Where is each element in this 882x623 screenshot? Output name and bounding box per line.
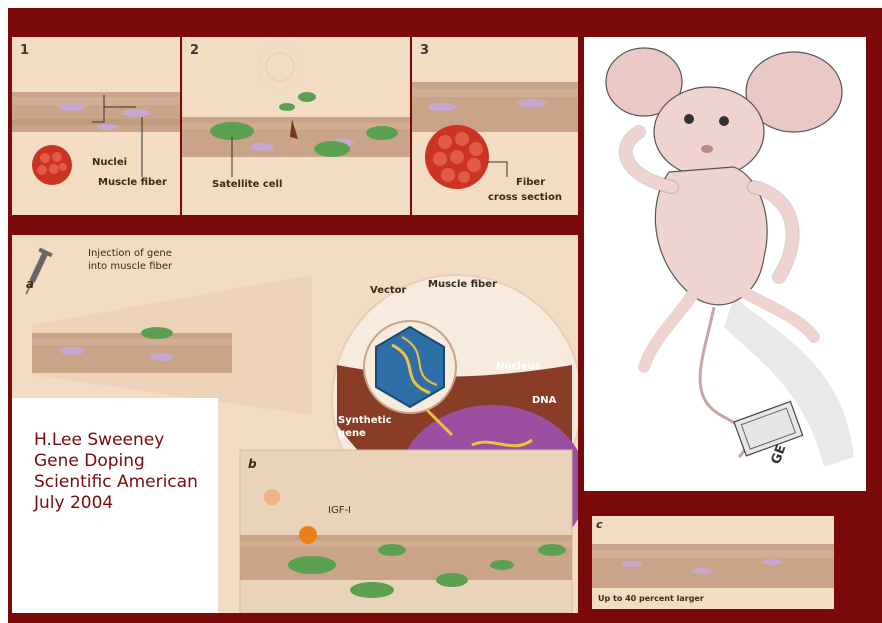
vector-label: Vector [370, 285, 406, 296]
panel-number: 3 [420, 43, 429, 58]
letter-c: c [596, 518, 603, 531]
panel-number: 1 [20, 43, 29, 58]
panel-3-illustration [412, 37, 578, 215]
igf-molecule [299, 526, 317, 544]
panel-number: 2 [190, 43, 199, 58]
credit-line-author: H.Lee Sweeney [34, 430, 198, 451]
mouse-cartoon: GE [584, 37, 866, 491]
injection-label-2: into muscle fiber [88, 261, 172, 272]
letter-a: a [26, 277, 34, 291]
panel-1-illustration [12, 37, 180, 215]
mouse-cartoon-drawing: GE [584, 37, 866, 491]
credit-line-date: July 2004 [34, 493, 198, 514]
panel-c: c Up to 40 percent larger [592, 516, 834, 609]
panel-c-caption: Up to 40 percent larger [598, 594, 704, 603]
letter-b: b [248, 457, 257, 471]
nucleus-shape [58, 103, 86, 111]
panel-3: 3 Fiber cross section [412, 37, 578, 215]
credit-text: H.Lee Sweeney Gene Doping Scientific Ame… [34, 430, 198, 514]
credit-line-title: Gene Doping [34, 451, 198, 472]
mouse-head [654, 87, 764, 177]
panel-1: 1 Nuclei Muscle fiber [12, 37, 180, 215]
dna-label: DNA [532, 395, 556, 406]
mouse-trap [734, 401, 803, 455]
muscle-fiber-label: Muscle fiber [98, 177, 167, 188]
nuclei-label: Nuclei [92, 157, 127, 168]
synthetic-gene-label-1: Synthetic [338, 415, 392, 426]
synthetic-gene-label-2: gene [338, 428, 366, 439]
nucleus-shape [122, 109, 150, 117]
credit-line-publication: Scientific American [34, 472, 198, 493]
muscle-fiber-label-2: Muscle fiber [428, 279, 497, 290]
syringe-icon [20, 248, 53, 297]
satellite-cell-label: Satellite cell [212, 179, 282, 190]
igf-label: IGF-I [328, 505, 351, 516]
cross-section-label: cross section [488, 192, 562, 203]
injection-label-1: Injection of gene [88, 248, 172, 259]
nucleus-label: Nucleus [496, 361, 541, 372]
panel-2: 2 Satellite cell [182, 37, 410, 215]
fiber-label: Fiber [516, 177, 545, 188]
